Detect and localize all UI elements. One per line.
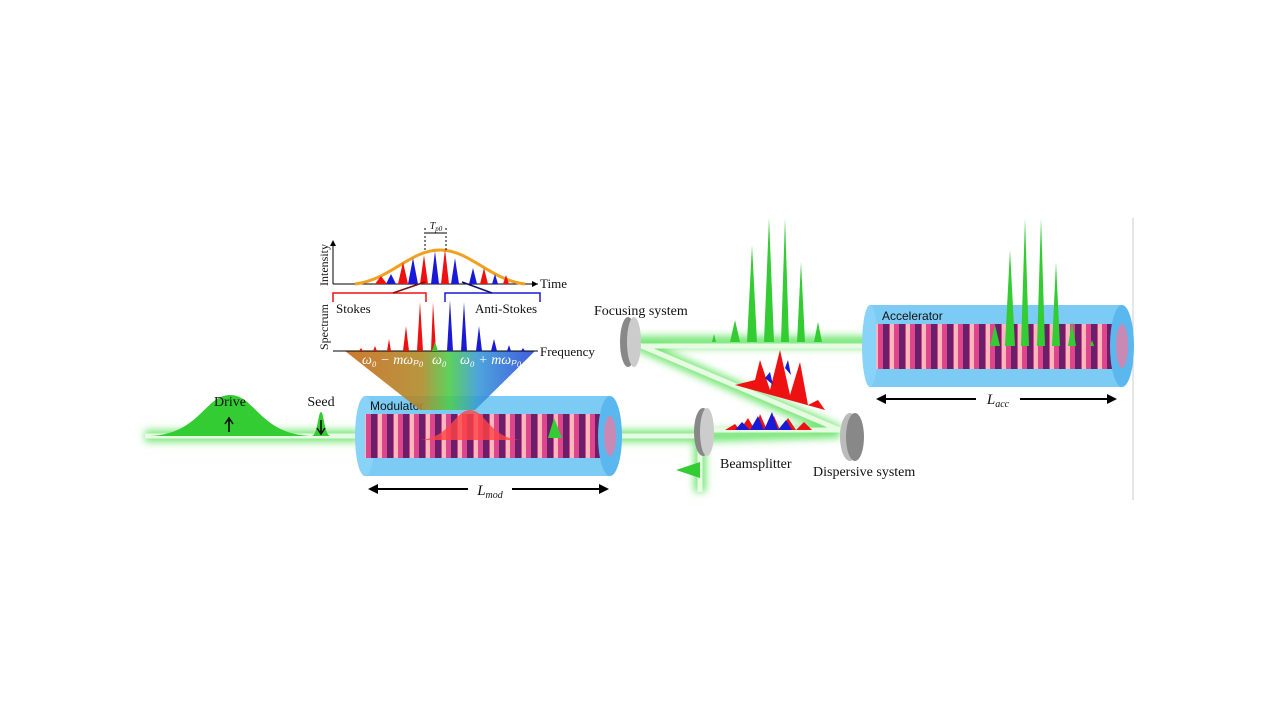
beamsplitter-mirror <box>694 408 714 456</box>
anti-stokes-bracket <box>444 292 541 302</box>
dispersive-label: Dispersive system <box>813 465 915 480</box>
dispersive-mirror <box>840 413 864 461</box>
up-arrow-icon <box>224 416 234 432</box>
focusing-mirror <box>620 317 641 367</box>
drive-pulse <box>150 395 310 436</box>
accelerator-label: Accelerator <box>882 309 943 323</box>
modulator-label: Modulator <box>370 399 423 413</box>
period-label: Tp0 <box>430 221 443 233</box>
svg-text:Lmod: Lmod <box>476 483 504 501</box>
time-axis-label: Time <box>540 276 567 291</box>
seed-label: Seed <box>307 395 334 410</box>
svg-text:Lacc: Lacc <box>986 392 1010 410</box>
focusing-label: Focusing system <box>594 304 688 319</box>
pulse-train <box>712 218 822 342</box>
output-pulse <box>676 462 700 478</box>
dispersed-pulses <box>725 350 825 430</box>
accelerator-tube: Accelerator <box>862 218 1134 387</box>
spectrum-axis-label: Spectrum <box>317 303 331 350</box>
anti-stokes-label: Anti-Stokes <box>475 301 537 316</box>
down-arrow-icon <box>316 420 326 436</box>
stokes-label: Stokes <box>336 301 371 316</box>
drive-label: Drive <box>214 395 246 410</box>
l-acc-arrow: Lacc <box>876 389 1117 410</box>
l-mod-arrow: Lmod <box>368 480 609 501</box>
center-frequency: ω₀ <box>432 353 447 368</box>
frequency-axis-label: Frequency <box>540 344 595 359</box>
spectrum-fan <box>345 351 535 410</box>
intensity-axis-label: Intensity <box>317 244 331 286</box>
modulator-tube: Modulator <box>355 396 622 476</box>
anti-stokes-frequency: ω₀ + mωₚ₀ <box>460 353 522 368</box>
stokes-bracket <box>332 292 427 302</box>
beamsplitter-label: Beamsplitter <box>720 457 792 472</box>
spectrum-inset: Tp0 Time Intensity Spectrum Stokes Anti-… <box>317 221 595 410</box>
stokes-frequency: ω₀ − mωₚ₀ <box>362 353 424 368</box>
